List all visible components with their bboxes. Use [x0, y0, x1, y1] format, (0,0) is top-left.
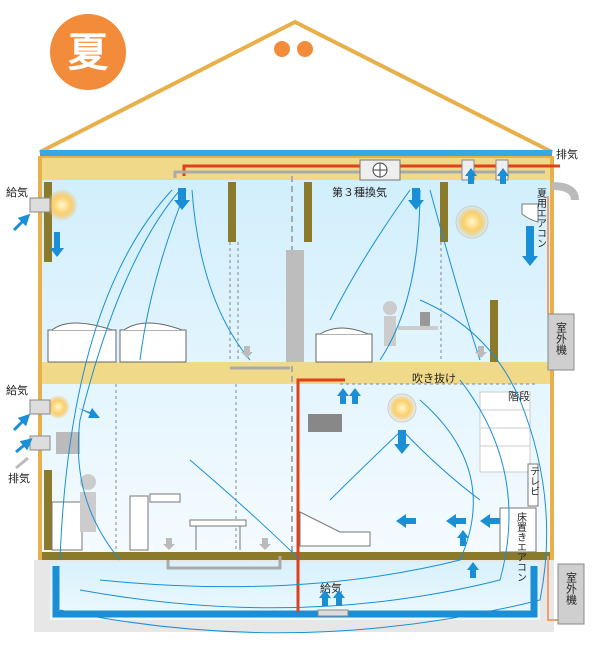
kitchen [51, 493, 247, 551]
outdoor-unit-lower [557, 563, 585, 625]
ceiling-slab [42, 158, 550, 180]
stairs [479, 391, 531, 473]
supply-upper-label: 給気 [6, 185, 28, 199]
light-upper-right [455, 205, 489, 239]
bed-upper-mid [315, 327, 373, 363]
supply-vent-mid [29, 399, 51, 415]
exhaust-top-label: 排気 [556, 147, 578, 161]
ac-pipe-lower [547, 556, 560, 621]
floor-supply-vent [317, 609, 349, 617]
sofa [299, 511, 371, 547]
tv-unit [527, 463, 539, 507]
crawl-space [34, 560, 554, 632]
light-upper-left [46, 189, 78, 221]
red-duct-vertical [296, 378, 345, 612]
light-lower-center [387, 393, 417, 423]
inlet-arrows [12, 213, 33, 454]
tv-label: テレビ [528, 466, 539, 496]
roof [39, 19, 553, 158]
air-flow-lines [59, 189, 548, 634]
storage-unit [286, 250, 304, 362]
person-standing [80, 474, 96, 532]
stairs-label: 階段 [508, 389, 530, 403]
type3-label: 第３種換気 [332, 185, 387, 199]
exhaust-pipe [551, 182, 579, 201]
upper-outer-left [44, 182, 52, 262]
supply-mid-label: 給気 [6, 383, 28, 397]
grey-duct-floor [166, 556, 282, 570]
upper-wall-stub [490, 300, 498, 362]
bed-right [119, 322, 187, 363]
flow-arrows [50, 168, 538, 606]
upper-wall-left [228, 182, 236, 242]
exhaust-mid-label: 排気 [8, 471, 30, 485]
outdoor-unit-upper [547, 313, 575, 371]
range-hood [308, 414, 342, 432]
type3-fan-unit [359, 159, 401, 181]
season-badge: 夏 [50, 14, 126, 90]
exhaust-grilles [163, 346, 487, 550]
summer-ac-label: 夏用エアコン [535, 188, 547, 248]
supply-vent-upper [29, 197, 51, 213]
outlet-arrow [15, 456, 29, 470]
light-lower-left [46, 395, 70, 419]
grey-duct-top [173, 170, 545, 178]
upper-wall-right [440, 182, 448, 242]
summer-ac-unit [521, 203, 539, 223]
atrium-label: 吹き抜け [412, 371, 456, 385]
mid-floor-slab [42, 362, 550, 384]
person-desk [383, 301, 438, 346]
lower-outer-left [44, 470, 52, 550]
exhaust-box-left [56, 432, 80, 454]
floor-ac-label: 床置きエアコン [515, 511, 527, 582]
supply-vent-lower [29, 435, 51, 451]
season-label: 夏 [68, 30, 109, 76]
bed-left [47, 322, 117, 363]
outdoor-unit-lower-label: 室外機 [565, 571, 578, 606]
floor-ac-unit [499, 507, 537, 553]
outdoor-unit-upper-label: 室外機 [555, 321, 568, 356]
upper-wall-mid [304, 182, 312, 242]
